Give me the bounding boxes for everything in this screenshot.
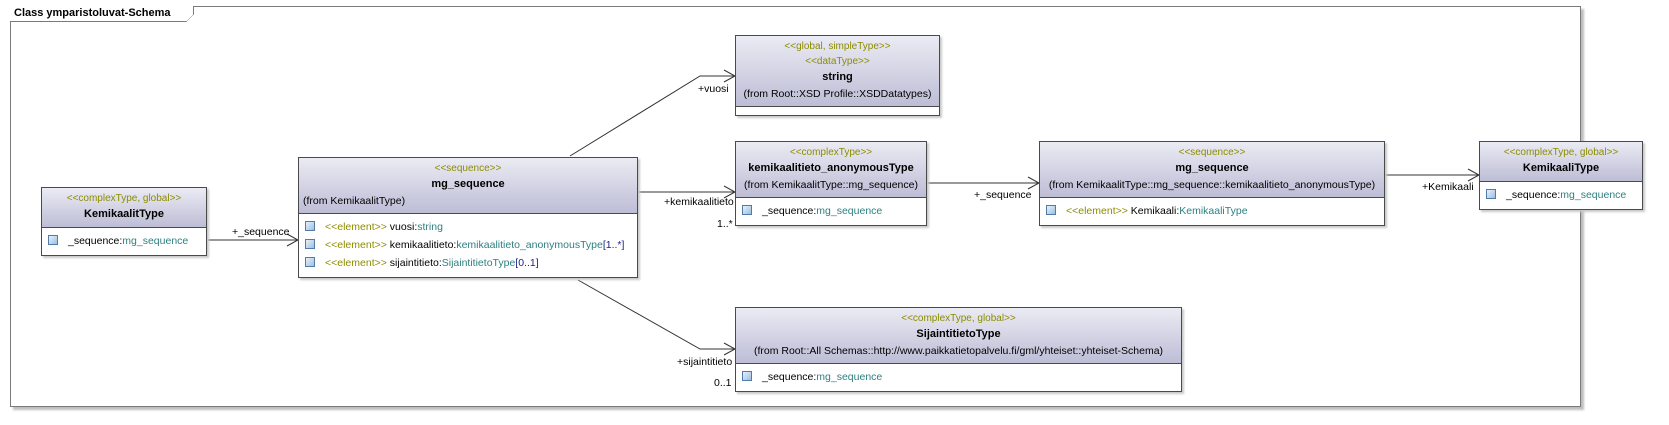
label-kemikaalitieto: +kemikaalitieto bbox=[664, 196, 734, 208]
attribute-icon bbox=[48, 235, 58, 245]
label-vuosi: +vuosi bbox=[698, 83, 729, 95]
class-mg-sequence-2[interactable]: <<sequence>> mg_sequence (from Kemikaali… bbox=[1039, 141, 1385, 226]
attribute-compartment: <<element>> Kemikaali:KemikaaliType bbox=[1040, 198, 1384, 225]
class-from: (from Root::All Schemas::http://www.paik… bbox=[753, 345, 1164, 357]
class-sijaintitietotype[interactable]: <<complexType, global>> SijaintitietoTyp… bbox=[735, 307, 1182, 392]
attribute-icon bbox=[742, 371, 752, 381]
attribute-row[interactable]: _sequence:mg_sequence bbox=[1480, 186, 1642, 204]
class-from: (from Root::XSD Profile::XSDDatatypes) bbox=[743, 88, 932, 100]
class-header: <<complexType, global>> SijaintitietoTyp… bbox=[736, 308, 1181, 364]
class-header: <<sequence>> mg_sequence (from Kemikaali… bbox=[1040, 142, 1384, 198]
attribute-icon bbox=[1486, 189, 1496, 199]
stereotype: <<global, simpleType>> bbox=[784, 41, 891, 52]
attribute-icon bbox=[1046, 205, 1056, 215]
stereotype: <<complexType>> bbox=[789, 147, 873, 158]
attribute-row[interactable]: <<element>> kemikaalitieto:kemikaalitiet… bbox=[299, 236, 637, 254]
class-name: KemikaaliType bbox=[1522, 162, 1600, 174]
class-name: kemikaalitieto_anonymousType bbox=[748, 162, 914, 174]
class-mg-sequence-main[interactable]: <<sequence>> mg_sequence (from Kemikaali… bbox=[298, 157, 638, 278]
class-kemikaalitieto-anonymoustype[interactable]: <<complexType>> kemikaalitieto_anonymous… bbox=[735, 141, 927, 226]
class-kemikaalittype[interactable]: <<complexType, global>> KemikaalitType _… bbox=[41, 187, 207, 256]
attribute-row[interactable]: <<element>> Kemikaali:KemikaaliType bbox=[1040, 202, 1384, 220]
class-from: (from KemikaalitType) bbox=[303, 195, 406, 207]
stereotype: <<complexType, global>> bbox=[901, 313, 1016, 324]
class-string[interactable]: <<global, simpleType>> <<dataType>> stri… bbox=[735, 35, 940, 116]
stereotype: <<sequence>> bbox=[434, 163, 502, 174]
class-from: (from KemikaalitType::mg_sequence) bbox=[744, 179, 918, 191]
attribute-row[interactable]: _sequence:mg_sequence bbox=[736, 368, 1181, 386]
attribute-icon bbox=[305, 239, 315, 249]
class-header: <<complexType, global>> KemikaaliType bbox=[1480, 142, 1642, 182]
label-sijaintitieto-multiplicity: 0..1 bbox=[714, 377, 732, 389]
stereotype: <<complexType, global>> bbox=[66, 193, 182, 204]
label-sijaintitieto: +sijaintitieto bbox=[677, 356, 733, 368]
attribute-row[interactable]: _sequence:mg_sequence bbox=[736, 202, 926, 220]
class-from: (from KemikaalitType::mg_sequence::kemik… bbox=[1048, 179, 1376, 191]
class-header: <<global, simpleType>> <<dataType>> stri… bbox=[736, 36, 939, 107]
label-sequence-1: +_sequence bbox=[232, 226, 290, 238]
class-header: <<sequence>> mg_sequence (from Kemikaali… bbox=[299, 158, 637, 214]
label-kemikaalitieto-multiplicity: 1..* bbox=[717, 218, 733, 230]
class-header: <<complexType>> kemikaalitieto_anonymous… bbox=[736, 142, 926, 198]
attribute-compartment: <<element>> vuosi:string <<element>> kem… bbox=[299, 214, 637, 277]
attribute-compartment: _sequence:mg_sequence bbox=[1480, 182, 1642, 209]
class-header: <<complexType, global>> KemikaalitType bbox=[42, 188, 206, 228]
attribute-row[interactable]: _sequence:mg_sequence bbox=[42, 232, 206, 250]
class-name: KemikaalitType bbox=[84, 208, 164, 220]
attribute-compartment: _sequence:mg_sequence bbox=[42, 228, 206, 255]
class-name: mg_sequence bbox=[1175, 162, 1249, 174]
attribute-compartment: _sequence:mg_sequence bbox=[736, 198, 926, 225]
stereotype: <<dataType>> bbox=[805, 56, 870, 67]
stereotype: <<complexType, global>> bbox=[1503, 147, 1619, 158]
attribute-compartment: _sequence:mg_sequence bbox=[736, 364, 1181, 391]
assoc-vuosi bbox=[569, 75, 735, 157]
attribute-icon bbox=[305, 221, 315, 231]
class-name: SijaintitietoType bbox=[916, 328, 1001, 340]
attribute-row[interactable]: <<element>> vuosi:string bbox=[299, 218, 637, 236]
class-kemikaalitype[interactable]: <<complexType, global>> KemikaaliType _s… bbox=[1479, 141, 1643, 210]
label-kemikaali: +Kemikaali bbox=[1422, 181, 1474, 193]
attribute-icon bbox=[305, 257, 315, 267]
assoc-sijaintitieto bbox=[577, 279, 735, 350]
class-name: string bbox=[822, 71, 853, 83]
stereotype: <<sequence>> bbox=[1178, 147, 1246, 158]
attribute-icon bbox=[742, 205, 752, 215]
attribute-row[interactable]: <<element>> sijaintitieto:SijaintitietoT… bbox=[299, 254, 637, 272]
label-sequence-2: +_sequence bbox=[974, 189, 1032, 201]
diagram-title: Class ymparistoluvat-Schema bbox=[10, 6, 194, 22]
attribute-compartment bbox=[736, 107, 939, 115]
class-name: mg_sequence bbox=[431, 178, 505, 190]
